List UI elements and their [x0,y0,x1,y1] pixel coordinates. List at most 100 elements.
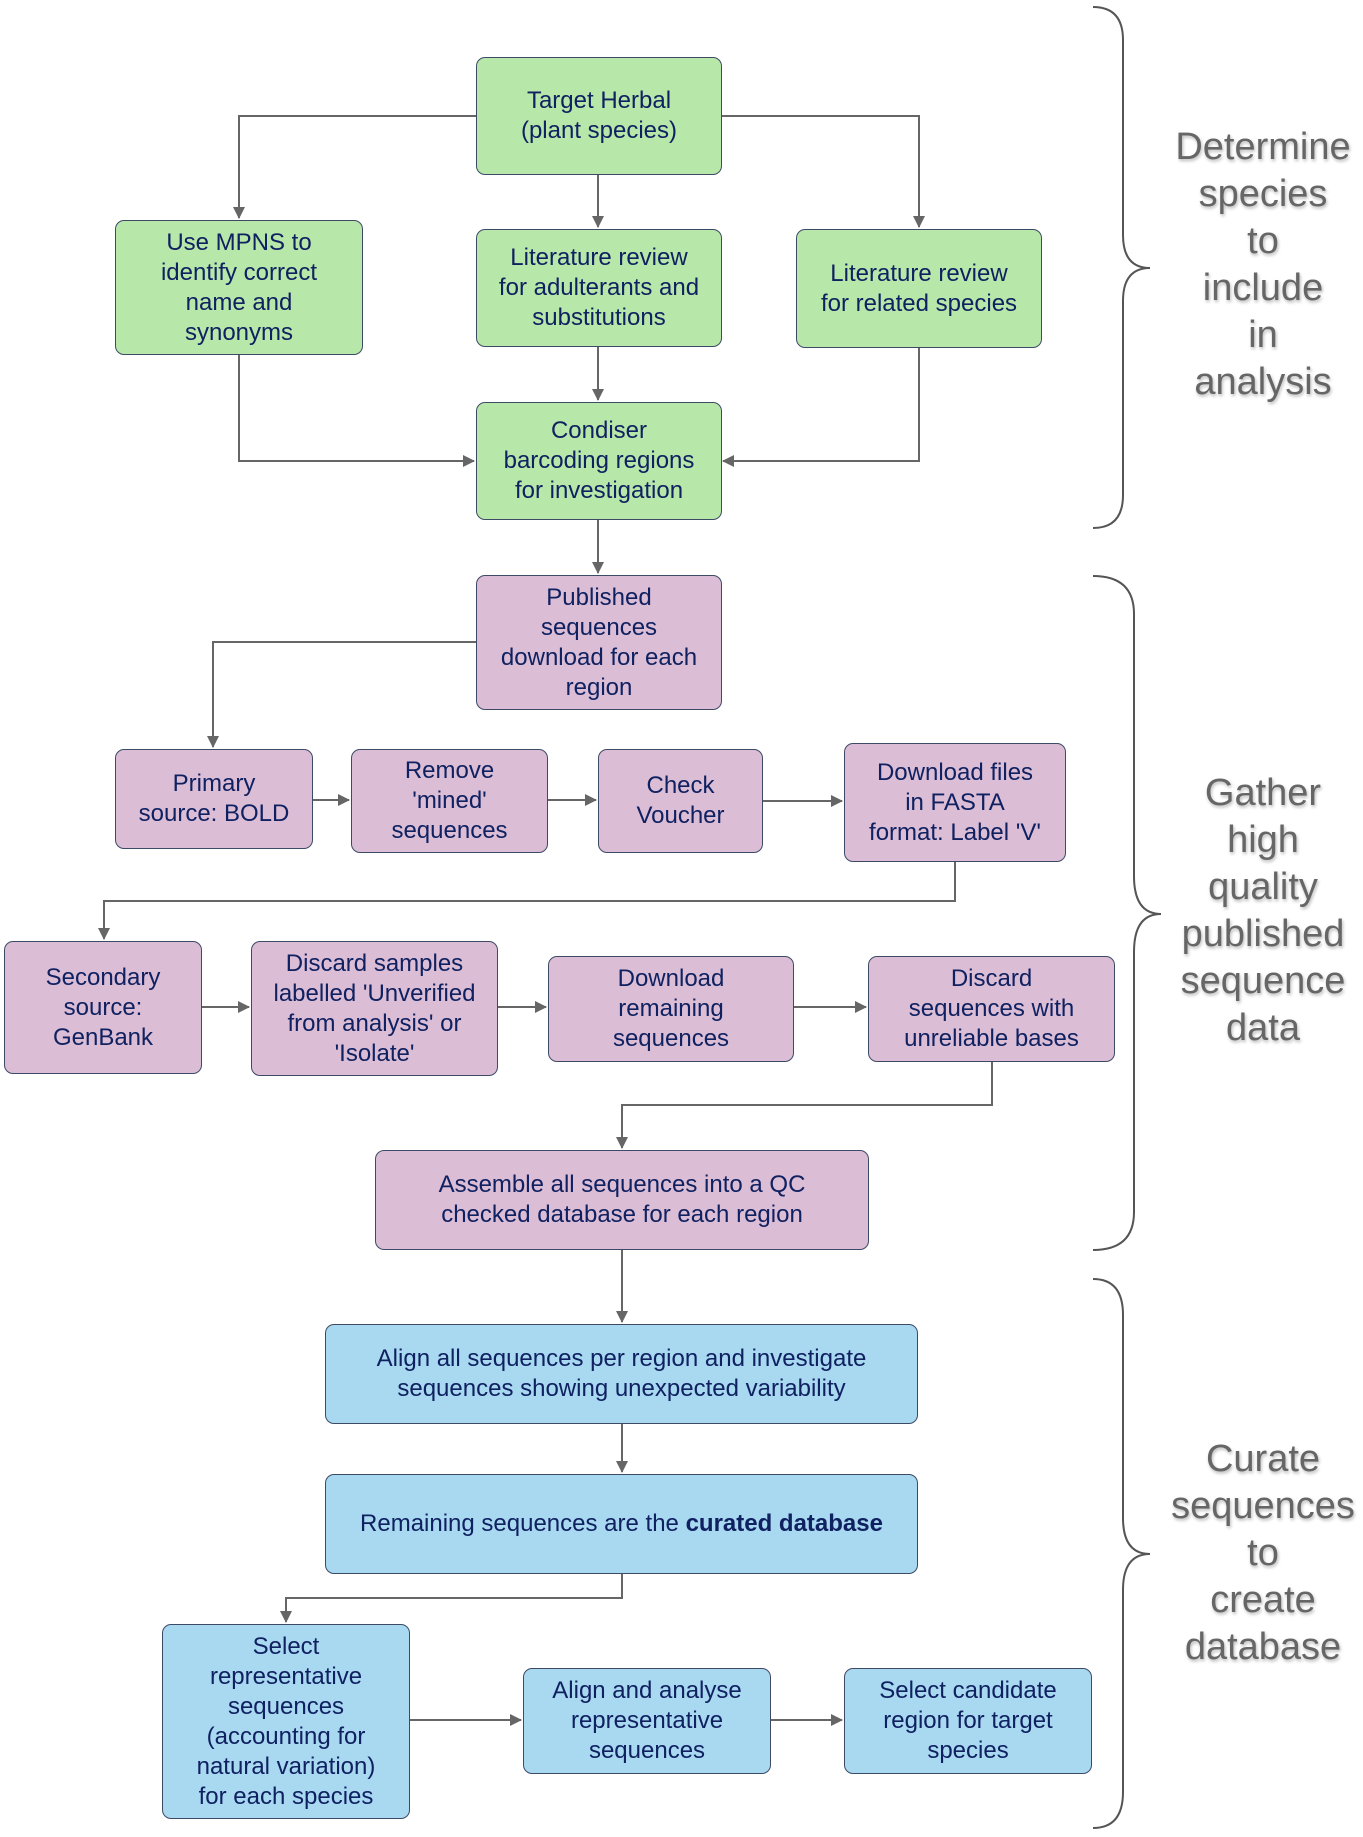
brace-determine [1092,6,1151,529]
node-line: region [565,673,633,701]
node-line: remaining [618,995,724,1022]
edge-discard-unreliable-to-assemble [616,1062,993,1149]
node-line: GenBank [52,1023,154,1051]
node-line: 'mined' [412,787,487,814]
node-line: Check [646,772,715,799]
stage-line: to [1247,220,1279,262]
node-line: name and [185,288,293,316]
stage-line: Determine [1175,126,1351,168]
node-line: substitutions [532,304,666,331]
node-line: Remaining sequences are the curated data… [360,1509,883,1539]
node-line: identify correct [160,258,318,286]
node-line: Discard samples [285,949,464,977]
node-line: unreliable bases [904,1025,1079,1052]
stage-line: database [1184,1626,1342,1668]
stage-line: analysis [1194,361,1332,403]
node-line: Voucher [636,802,725,829]
node-line: Secondary [45,963,161,991]
node-line: 'Isolate' [334,1039,415,1067]
node-line: Published [546,583,652,611]
node-line: labelled 'Unverified [273,979,476,1007]
node-line: sequences [391,817,508,844]
node-published-sequences: Published sequences download for each re… [476,575,722,710]
node-line: representative [209,1662,363,1690]
node-align-analyse: Align and analyse representative sequenc… [523,1668,771,1774]
edge-remaining-to-select-rep [280,1574,623,1623]
node-literature-related: Literature review for related species [796,229,1042,348]
node-literature-adulterants: Literature review for adulterants and su… [476,229,722,347]
node-line: Literature review [510,244,688,271]
stage-line: Gather [1204,772,1322,814]
node-line: Download files [876,758,1034,786]
stage-line: high [1227,819,1299,861]
node-primary-bold: Primary source: BOLD [115,749,313,849]
node-line: sequences [588,1737,706,1764]
node-line: sequences [227,1692,345,1720]
stage-label-determine: Determine species to include in analysis [1153,124,1363,406]
node-line: Remove [404,757,495,784]
node-secondary-genbank: Secondary source: GenBank [4,941,202,1074]
stage-label-curate: Curate sequences to create database [1153,1436,1363,1671]
node-target-herbal: Target Herbal (plant species) [476,57,722,175]
edge-download-fasta-to-secondary [98,862,956,940]
stage-line: Curate [1205,1438,1321,1480]
node-line: Literature review [830,259,1008,287]
node-line: (accounting for [206,1722,366,1750]
stage-line: create [1210,1579,1316,1621]
node-line: source: [63,993,143,1021]
stage-line: published [1181,913,1345,955]
node-select-representative: Select representative sequences (account… [162,1624,410,1819]
node-line: natural variation) [196,1752,376,1780]
node-remove-mined: Remove 'mined' sequences [351,749,548,853]
node-line: sequences with [908,995,1075,1022]
node-discard-unreliable: Discard sequences with unreliable bases [868,956,1115,1062]
node-align-all: Align all sequences per region and inves… [325,1324,918,1424]
node-line: from analysis' or [287,1009,462,1037]
node-check-voucher: Check Voucher [598,749,763,853]
node-line: region for target [883,1707,1053,1734]
stage-line: species [1198,173,1328,215]
node-line: barcoding regions [503,447,695,474]
node-line: Primary [172,770,256,797]
node-line: synonyms [184,318,294,346]
stage-line: include [1202,267,1324,309]
node-discard-unverified: Discard samples labelled 'Unverified fro… [251,941,498,1076]
node-line: for adulterants and [498,274,700,301]
edge-target-to-mpns [233,115,476,219]
node-line: source: BOLD [138,800,290,827]
node-line: for each species [198,1782,374,1810]
node-line: for investigation [514,477,684,504]
node-line: Download [617,965,725,992]
node-line: Align and analyse [552,1677,742,1704]
node-line: sequences [540,613,658,641]
stage-line: sequences [1171,1485,1355,1527]
node-download-fasta: Download files in FASTA format: Label 'V… [844,743,1066,862]
node-line: Select candidate [879,1677,1057,1704]
node-line: Assemble all sequences into a QC [438,1171,806,1198]
node-download-remaining: Download remaining sequences [548,956,794,1062]
node-line: for related species [820,289,1018,317]
node-use-mpns: Use MPNS to identify correct name and sy… [115,220,363,355]
curated-prefix: Remaining sequences are the [360,1510,686,1537]
node-assemble-database: Assemble all sequences into a QC checked… [375,1150,869,1250]
brace-gather [1092,575,1162,1251]
node-line: Discard [950,965,1033,992]
node-condiser-regions: Condiser barcoding regions for investiga… [476,402,722,520]
node-line: sequences [612,1025,730,1052]
edge-target-to-lit-related [721,115,925,228]
stage-line: data [1226,1007,1300,1049]
stage-label-gather: Gather high quality published sequence d… [1153,770,1363,1052]
node-line: Condiser [550,417,648,444]
node-line: (plant species) [520,117,678,144]
node-line: sequences showing unexpected variability [397,1375,846,1402]
node-line: Align all sequences per region and inves… [376,1345,867,1372]
node-line: format: Label 'V' [869,818,1041,846]
brace-curate [1092,1278,1151,1829]
stage-line: sequence [1180,960,1346,1002]
node-select-candidate: Select candidate region for target speci… [844,1668,1092,1774]
node-line: Use MPNS to [166,228,312,256]
node-line: species [927,1737,1009,1764]
edge-published-to-primary [207,641,476,748]
node-line: in FASTA [905,788,1005,816]
